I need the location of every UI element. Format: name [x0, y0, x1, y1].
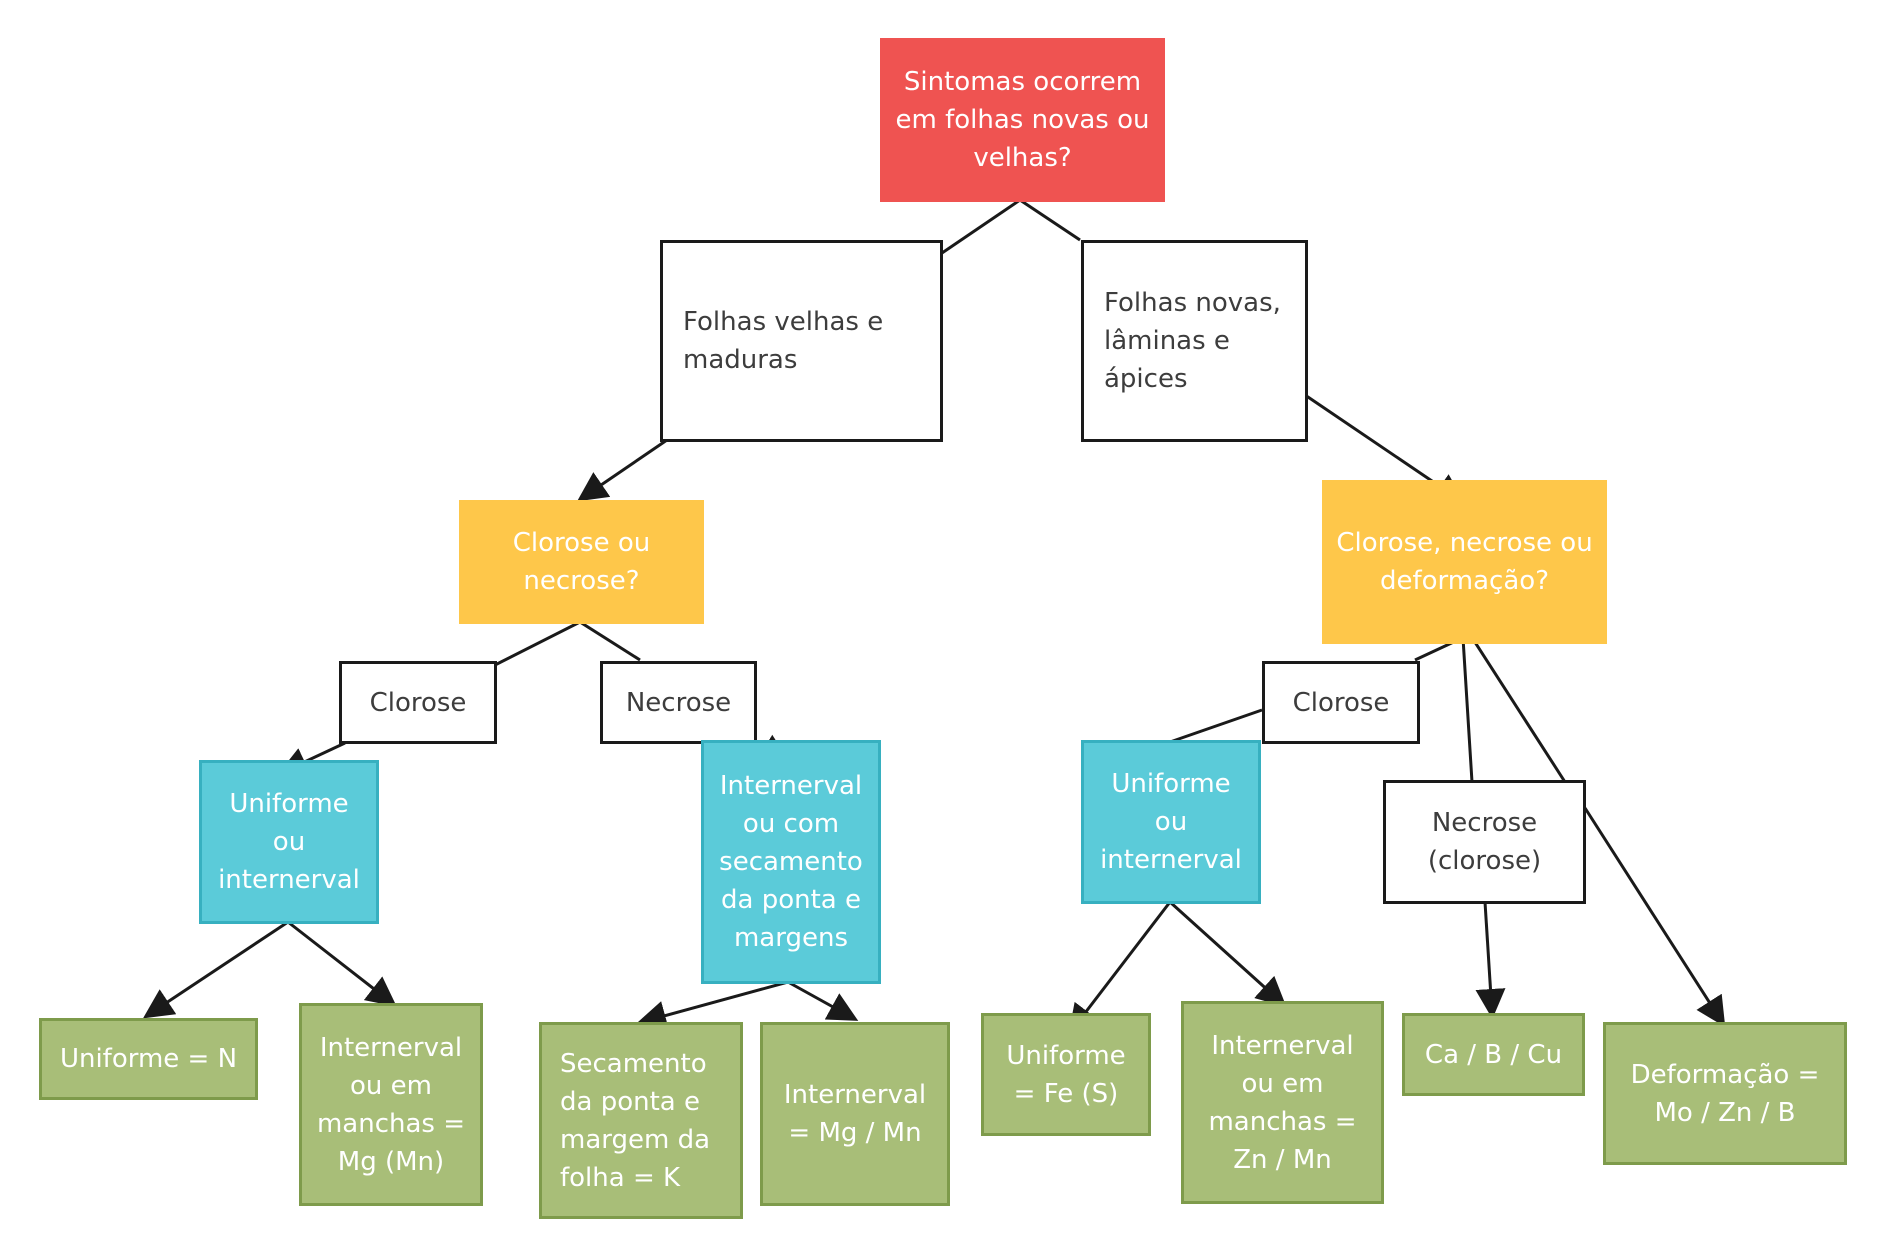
uniform-or-interveinal-left: Uniforme ou internerval [199, 760, 379, 924]
edge-qleft-chlorosis [494, 620, 581, 667]
edge-uniform-n [143, 920, 289, 1019]
edge-interveinal-k [636, 980, 789, 1031]
edge-uniform-mg [287, 920, 397, 1007]
result-ca-b-cu: Ca / B / Cu [1402, 1013, 1585, 1096]
edge-root-old [941, 198, 1021, 255]
edge-old-qleft [577, 438, 668, 502]
chlorosis-label-right: Clorose [1262, 661, 1420, 744]
old-leaves-node: Folhas velhas e maduras [660, 240, 943, 442]
result-uniform-fe: Uniforme = Fe (S) [981, 1013, 1151, 1136]
edge-qright-necrosis [1460, 621, 1474, 783]
chlorosis-necrosis-deformation-question: Clorose, necrose ou deformação? [1322, 480, 1607, 644]
root-question-node: Sintomas ocorrem em folhas novas ou velh… [880, 38, 1165, 202]
edge-necrosis-ca [1475, 901, 1506, 1019]
result-uniform-n: Uniforme = N [39, 1018, 258, 1100]
edge-uniform-zn [1168, 900, 1287, 1008]
edge-qleft-necrosis [579, 620, 641, 662]
necrosis-label-left: Necrose [600, 661, 757, 744]
interveinal-or-tip-drying: Internerval ou com secamento da ponta e … [701, 740, 881, 984]
result-deformation-mo-zn-b: Deformação = Mo / Zn / B [1603, 1022, 1847, 1165]
chlorosis-label-left: Clorose [339, 661, 497, 744]
edge-interveinal-mg [787, 980, 859, 1021]
uniform-or-interveinal-right: Uniforme ou internerval [1081, 740, 1261, 904]
result-interveinal-mg-mn-2: Internerval = Mg / Mn [760, 1022, 950, 1206]
result-interveinal-zn-mn: Internerval ou em manchas = Zn / Mn [1181, 1001, 1384, 1204]
chlorosis-or-necrosis-question: Clorose ou necrose? [459, 500, 704, 624]
edge-qright-deform [1460, 621, 1567, 783]
new-leaves-node: Folhas novas, lâminas e ápices [1081, 240, 1308, 442]
necrosis-chlorosis-label: Necrose (clorose) [1383, 780, 1586, 904]
result-tip-drying-k: Secamento da ponta e margem da folha = K [539, 1022, 743, 1219]
edge-root-new [1019, 198, 1081, 242]
edge-chlorosis-uniform-right [1169, 708, 1263, 744]
result-interveinal-mg-mn: Internerval ou em manchas = Mg (Mn) [299, 1003, 483, 1206]
edge-uniform-fe [1068, 901, 1172, 1035]
edge-deform-continue [1583, 807, 1726, 1028]
